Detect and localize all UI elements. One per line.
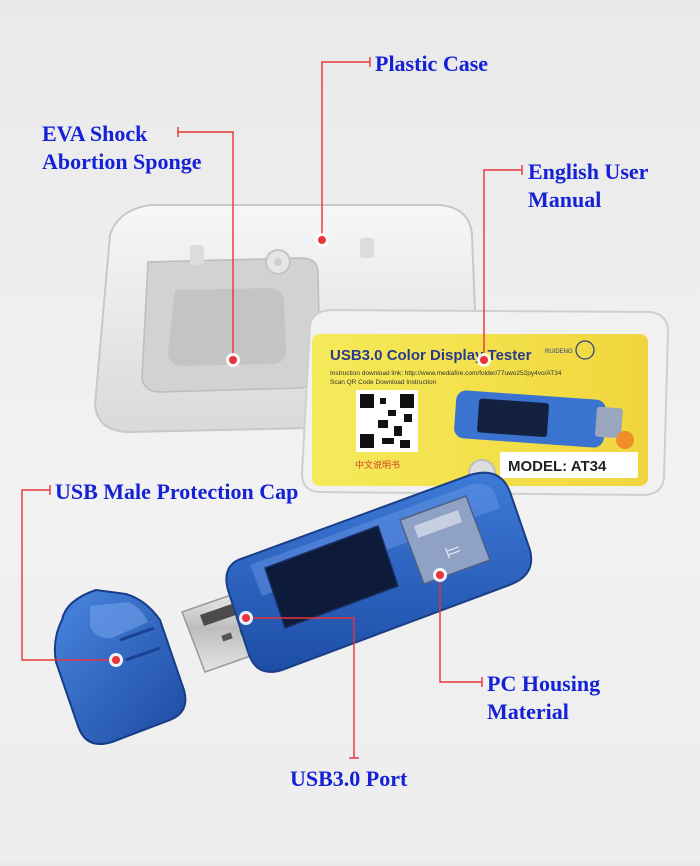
manual-chinese-link: 中文说明书 xyxy=(355,459,400,470)
manual-download-link: Instruction download link: http://www.me… xyxy=(330,370,562,377)
leader-plastic-case xyxy=(321,61,370,240)
leader-eva-sponge xyxy=(178,131,234,360)
usb-protection-cap xyxy=(53,588,187,745)
manual-brand: RUIDENG xyxy=(545,349,573,355)
usb-female-port xyxy=(399,495,491,585)
callout-markers xyxy=(109,233,491,667)
callout-plastic-case: Plastic Case xyxy=(375,51,489,76)
qr-code-icon xyxy=(356,390,418,452)
model-label-box xyxy=(500,452,638,478)
manual-lid: USB3.0 Color Display Tester Instruction … xyxy=(300,308,670,497)
leader-housing xyxy=(439,575,482,683)
leader-lines xyxy=(21,57,523,759)
model-label: MODEL: AT34 xyxy=(508,458,607,475)
callout-eva-sponge: EVA Shock Abortion Sponge xyxy=(42,121,202,174)
usb-tester-device: ⫫ xyxy=(181,471,533,673)
leader-protection-cap xyxy=(21,489,116,661)
callout-housing: PC Housing Material xyxy=(487,671,601,724)
manual-title: USB3.0 Color Display Tester xyxy=(330,347,532,364)
eva-sponge xyxy=(168,288,286,366)
callout-user-manual: English User Manual xyxy=(528,159,649,212)
plastic-case xyxy=(93,204,480,434)
callout-protection-cap: USB Male Protection Cap xyxy=(55,479,299,504)
orange-logo-icon xyxy=(616,431,634,449)
leader-usb-port xyxy=(246,617,355,758)
tester-illustration xyxy=(454,390,623,448)
brand-logo-icon xyxy=(575,340,595,360)
color-display xyxy=(264,525,399,629)
callout-usb-port: USB3.0 Port xyxy=(290,766,408,791)
manual-qr-text: Scan QR Code Download Instruction xyxy=(330,379,437,386)
leader-user-manual xyxy=(483,169,522,360)
